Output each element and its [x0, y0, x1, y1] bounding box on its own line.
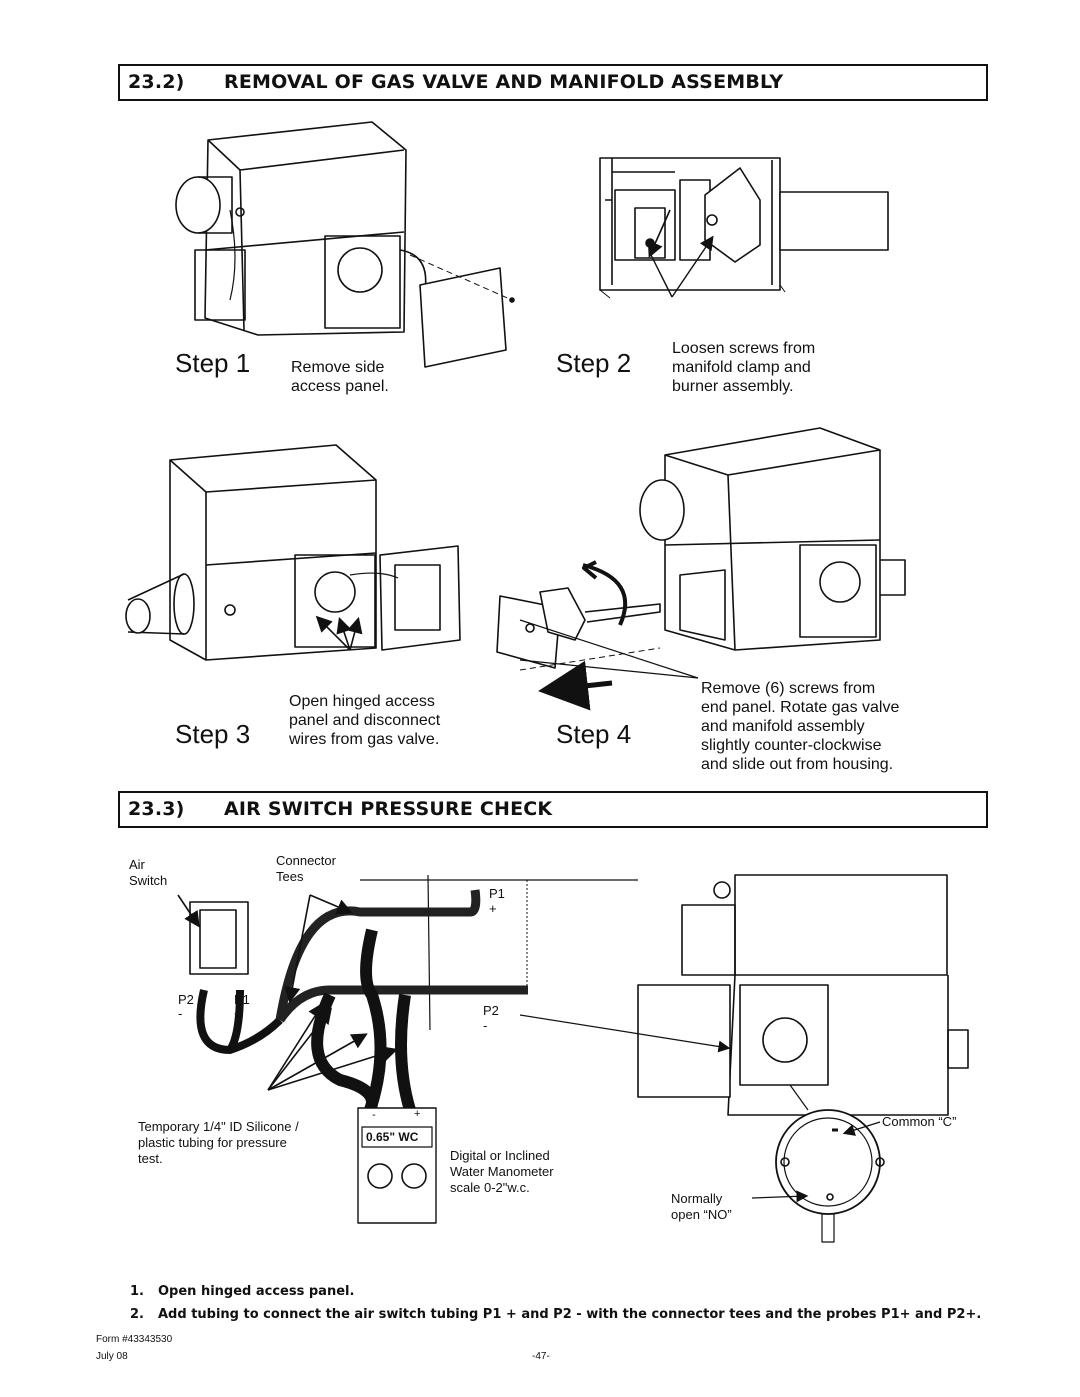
footer-date: July 08 — [96, 1351, 128, 1362]
probe-p1-plus: + — [489, 901, 497, 916]
step-2-caption-line-2: manifold clamp and — [672, 359, 811, 376]
section-title-air-switch: 23.3) AIR SWITCH PRESSURE CHECK — [128, 798, 552, 820]
instruction-text: Add tubing to connect the air switch tub… — [158, 1307, 982, 1322]
step-3-caption-line-2: panel and disconnect — [289, 712, 441, 729]
normally-open-label-line-2: open “NO” — [671, 1207, 732, 1222]
air-switch-label-line-2: Switch — [129, 873, 168, 888]
step-1-caption-line-2: access panel. — [291, 378, 389, 395]
section-number: 23.3) — [128, 798, 185, 820]
step1-heater-drawing — [175, 121, 515, 368]
step-3-label: Step 3 — [175, 719, 251, 749]
section-heading: REMOVAL OF GAS VALVE AND MANIFOLD ASSEMB… — [224, 71, 784, 93]
step-2-caption-line-1: Loosen screws from — [672, 340, 816, 357]
step4-heater-drawing — [496, 427, 906, 711]
manometer-desc-line-1: Digital or Inclined — [450, 1148, 550, 1163]
instruction-item-1: 1. Open hinged access panel. — [130, 1284, 354, 1299]
probe-p2-minus: - — [483, 1018, 488, 1033]
step-2-caption-line-3: burner assembly. — [672, 378, 794, 395]
step-4-caption-line-2: end panel. Rotate gas valve — [701, 699, 900, 716]
manometer-plus: + — [414, 1108, 421, 1120]
instruction-text: Open hinged access panel. — [158, 1284, 355, 1299]
instruction-number: 2. — [130, 1307, 144, 1322]
step-4-caption-line-3: and manifold assembly — [701, 718, 865, 735]
air-switch-label-line-1: Air — [129, 857, 145, 872]
page-number: -47- — [532, 1351, 550, 1362]
switch-p2-minus: - — [178, 1006, 183, 1021]
section-header-gas-valve — [118, 64, 988, 101]
normally-open-label-line-1: Normally — [671, 1191, 723, 1206]
connector-tees-label-line-1: Connector — [276, 853, 336, 868]
step-1-caption-line-1: Remove side — [291, 359, 385, 376]
form-number: Form #43343530 — [96, 1334, 173, 1345]
common-c-label: Common “C” — [882, 1114, 957, 1129]
manometer-display: 0.65" WC — [366, 1130, 419, 1144]
step-4-caption-line-5: and slide out from housing. — [701, 756, 894, 773]
probe-p2-label: P2 — [483, 1003, 499, 1018]
air-switch-heater-drawing — [519, 874, 969, 1243]
step-3-caption-line-3: wires from gas valve. — [289, 731, 440, 748]
manometer-desc-line-3: scale 0-2"w.c. — [450, 1180, 530, 1195]
step-4-label: Step 4 — [556, 719, 632, 749]
tubing-label-line-2: plastic tubing for pressure — [138, 1135, 287, 1150]
section-header-air-switch — [118, 791, 988, 828]
section-heading: AIR SWITCH PRESSURE CHECK — [224, 798, 553, 820]
instruction-item-2: 2. Add tubing to connect the air switch t… — [130, 1307, 981, 1322]
section-number: 23.2) — [128, 71, 185, 93]
step-1-label: Step 1 — [175, 348, 251, 378]
switch-p2-label: P2 — [178, 992, 194, 1007]
tubing-label-line-1: Temporary 1/4" ID Silicone / — [138, 1119, 299, 1134]
probe-p1-label: P1 — [489, 886, 505, 901]
step-3-caption-line-1: Open hinged access — [289, 693, 435, 710]
step-2-label: Step 2 — [556, 348, 632, 378]
tubing-label-line-3: test. — [138, 1151, 163, 1166]
switch-p1-plus: + — [234, 1006, 242, 1021]
air-switch-tubing-drawing — [177, 874, 638, 1224]
step-4-caption-line-4: slightly counter-clockwise — [701, 737, 882, 754]
switch-p1-label: P1 — [234, 992, 250, 1007]
manometer-desc-line-2: Water Manometer — [450, 1164, 554, 1179]
connector-tees-label-line-2: Tees — [276, 869, 304, 884]
manometer-minus: - — [372, 1109, 376, 1121]
section-title-gas-valve: 23.2) REMOVAL OF GAS VALVE AND MANIFOLD A… — [128, 71, 783, 93]
step-4-caption-line-1: Remove (6) screws from — [701, 680, 876, 697]
step3-heater-drawing — [125, 444, 461, 661]
step2-manifold-drawing — [599, 157, 889, 299]
instruction-number: 1. — [130, 1284, 144, 1299]
